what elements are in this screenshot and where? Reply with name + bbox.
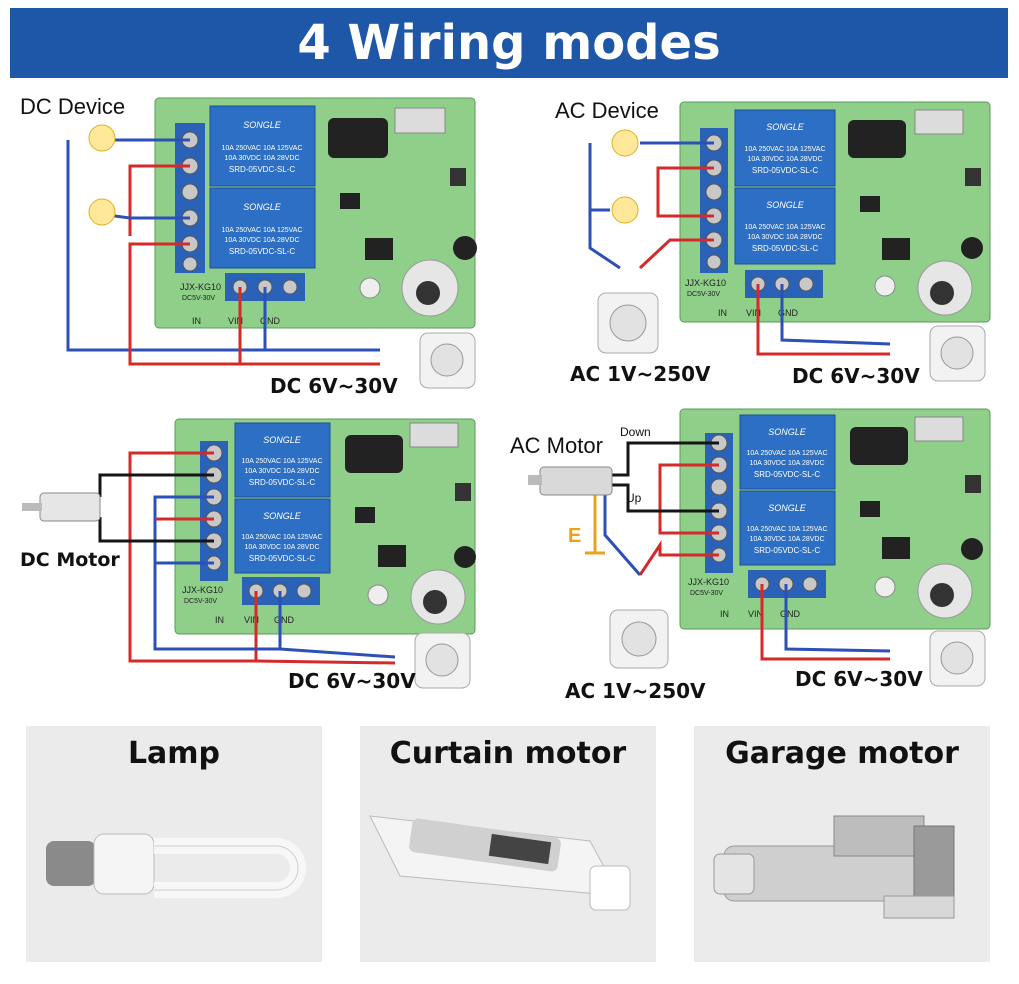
- relay-rating-2: 10A 30VDC 10A 28VDC: [224, 237, 299, 244]
- card-title: Lamp: [127, 736, 221, 771]
- board-gnd: GND: [778, 308, 799, 318]
- relay-rating-1: 10A 250VAC 10A 125VAC: [221, 227, 302, 234]
- relay-rating-2: 10A 30VDC 10A 28VDC: [244, 468, 319, 475]
- wires: [588, 141, 891, 356]
- ac-device-wiring-diagram: SONGLE 10A 250VAC 10A 125VAC 10A 30VDC 1…: [588, 101, 991, 382]
- garage-motor-icon: [713, 815, 955, 919]
- relay-board: SONGLE 10A 250VAC 10A 125VAC 10A 30VDC 1…: [679, 408, 991, 630]
- panel-dc-device: SONGLE 10A 250VAC 10A 125VAC 10A 30VDC 1…: [10, 88, 510, 413]
- ac-voltage-label: AC 1V~250V: [565, 679, 706, 703]
- card-title: Garage motor: [725, 736, 959, 771]
- dc-voltage-label: DC 6V~30V: [288, 669, 416, 693]
- board-gnd: GND: [780, 609, 801, 619]
- board-in: IN: [192, 316, 201, 326]
- board-range: DC5V-30V: [687, 291, 720, 298]
- bulb-icon: [88, 124, 116, 152]
- relay-board: SONGLE 10A 250VAC 10A 125VAC 10A 30VDC 1…: [679, 101, 991, 323]
- relay-rating-1: 10A 250VAC 10A 125VAC: [746, 450, 827, 457]
- card-garage-motor: Garage motor: [694, 726, 990, 962]
- down-label: Down: [620, 425, 651, 439]
- relay-brand: SONGLE: [243, 120, 282, 130]
- board-in: IN: [215, 615, 224, 625]
- relay-rating-1: 10A 250VAC 10A 125VAC: [241, 534, 322, 541]
- relay-brand: SONGLE: [766, 122, 805, 132]
- bulb-icon: [611, 196, 639, 224]
- relay-brand: SONGLE: [263, 435, 302, 445]
- board-range: DC5V-30V: [690, 590, 723, 597]
- relay-rating-1: 10A 250VAC 10A 125VAC: [744, 224, 825, 231]
- ac-voltage-label: AC 1V~250V: [570, 362, 711, 386]
- board-vin: VIN: [244, 615, 259, 625]
- relay-model: SRD-05VDC-SL-C: [229, 165, 295, 174]
- relay-board: SONGLE 10A 250VAC 10A 125VAC 10A 30VDC 1…: [154, 97, 477, 329]
- relay-model: SRD-05VDC-SL-C: [754, 470, 820, 479]
- ac-motor-icon: [539, 466, 613, 496]
- relay-brand: SONGLE: [768, 503, 807, 513]
- board-model: JJX-KG10: [685, 278, 726, 288]
- relay-rating-2: 10A 30VDC 10A 28VDC: [747, 234, 822, 241]
- relay-rating-2: 10A 30VDC 10A 28VDC: [747, 156, 822, 163]
- curtain-motor-icon: [369, 815, 631, 911]
- board-vin: VIN: [748, 609, 763, 619]
- dc-device-wiring-diagram: SONGLE 10A 250VAC 10A 125VAC 10A 30VDC 1…: [66, 97, 477, 389]
- relay-model: SRD-05VDC-SL-C: [754, 546, 820, 555]
- panel-dc-motor: SONGLE 10A 250VAC 10A 125VAC 10A 30VDC 1…: [10, 405, 510, 730]
- relay-rating-1: 10A 250VAC 10A 125VAC: [744, 146, 825, 153]
- page-title: 4 Wiring modes: [10, 8, 1008, 78]
- card-title: Curtain motor: [389, 736, 627, 771]
- relay-model: SRD-05VDC-SL-C: [752, 244, 818, 253]
- board-in: IN: [718, 308, 727, 318]
- panel-ac-motor: SONGLE 10A 250VAC 10A 125VAC 10A 30VDC 1…: [510, 405, 1010, 730]
- board-in: IN: [720, 609, 729, 619]
- board-vin: VIN: [746, 308, 761, 318]
- board-range: DC5V-30V: [184, 598, 217, 605]
- relay-model: SRD-05VDC-SL-C: [249, 554, 315, 563]
- relay-rating-2: 10A 30VDC 10A 28VDC: [749, 536, 824, 543]
- dc-motor-label: DC Motor: [20, 549, 120, 571]
- dc-voltage-label: DC 6V~30V: [795, 667, 923, 691]
- earth-label: E: [568, 525, 582, 547]
- wires: [585, 441, 891, 661]
- relay-rating-2: 10A 30VDC 10A 28VDC: [224, 155, 299, 162]
- relay-model: SRD-05VDC-SL-C: [752, 166, 818, 175]
- dc-voltage-label: DC 6V~30V: [792, 364, 920, 388]
- card-curtain-motor: Curtain motor: [360, 726, 656, 962]
- dc-motor-icon: [39, 492, 101, 522]
- relay-rating-2: 10A 30VDC 10A 28VDC: [749, 460, 824, 467]
- relay-brand: SONGLE: [243, 202, 282, 212]
- relay-rating-1: 10A 250VAC 10A 125VAC: [746, 526, 827, 533]
- board-range: DC5V-30V: [182, 295, 215, 302]
- wires: [66, 138, 380, 366]
- card-lamp: Lamp: [26, 726, 322, 962]
- ac-motor-label: AC Motor: [510, 433, 603, 458]
- lamp-icon: [46, 833, 306, 898]
- relay-brand: SONGLE: [768, 427, 807, 437]
- board-gnd: GND: [274, 615, 295, 625]
- relay-model: SRD-05VDC-SL-C: [229, 247, 295, 256]
- board-gnd: GND: [260, 316, 281, 326]
- bulb-icon: [88, 198, 116, 226]
- panel-ac-device: SONGLE 10A 250VAC 10A 125VAC 10A 30VDC 1…: [510, 88, 1010, 413]
- relay-board: SONGLE 10A 250VAC 10A 125VAC 10A 30VDC 1…: [174, 418, 476, 635]
- ac-motor-wiring-diagram: SONGLE 10A 250VAC 10A 125VAC 10A 30VDC 1…: [528, 408, 991, 687]
- bulb-icon: [611, 129, 639, 157]
- board-vin: VIN: [228, 316, 243, 326]
- relay-rating-2: 10A 30VDC 10A 28VDC: [244, 544, 319, 551]
- relay-rating-1: 10A 250VAC 10A 125VAC: [221, 145, 302, 152]
- relay-model: SRD-05VDC-SL-C: [249, 478, 315, 487]
- wires: [98, 451, 396, 665]
- relay-brand: SONGLE: [766, 200, 805, 210]
- ac-device-label: AC Device: [555, 98, 659, 123]
- dc-device-label: DC Device: [20, 94, 126, 119]
- board-model: JJX-KG10: [182, 585, 223, 595]
- dc-voltage-label: DC 6V~30V: [270, 374, 398, 398]
- board-model: JJX-KG10: [688, 577, 729, 587]
- up-label: Up: [626, 491, 642, 505]
- relay-brand: SONGLE: [263, 511, 302, 521]
- relay-rating-1: 10A 250VAC 10A 125VAC: [241, 458, 322, 465]
- board-model: JJX-KG10: [180, 282, 221, 292]
- dc-motor-wiring-diagram: SONGLE 10A 250VAC 10A 125VAC 10A 30VDC 1…: [22, 418, 476, 689]
